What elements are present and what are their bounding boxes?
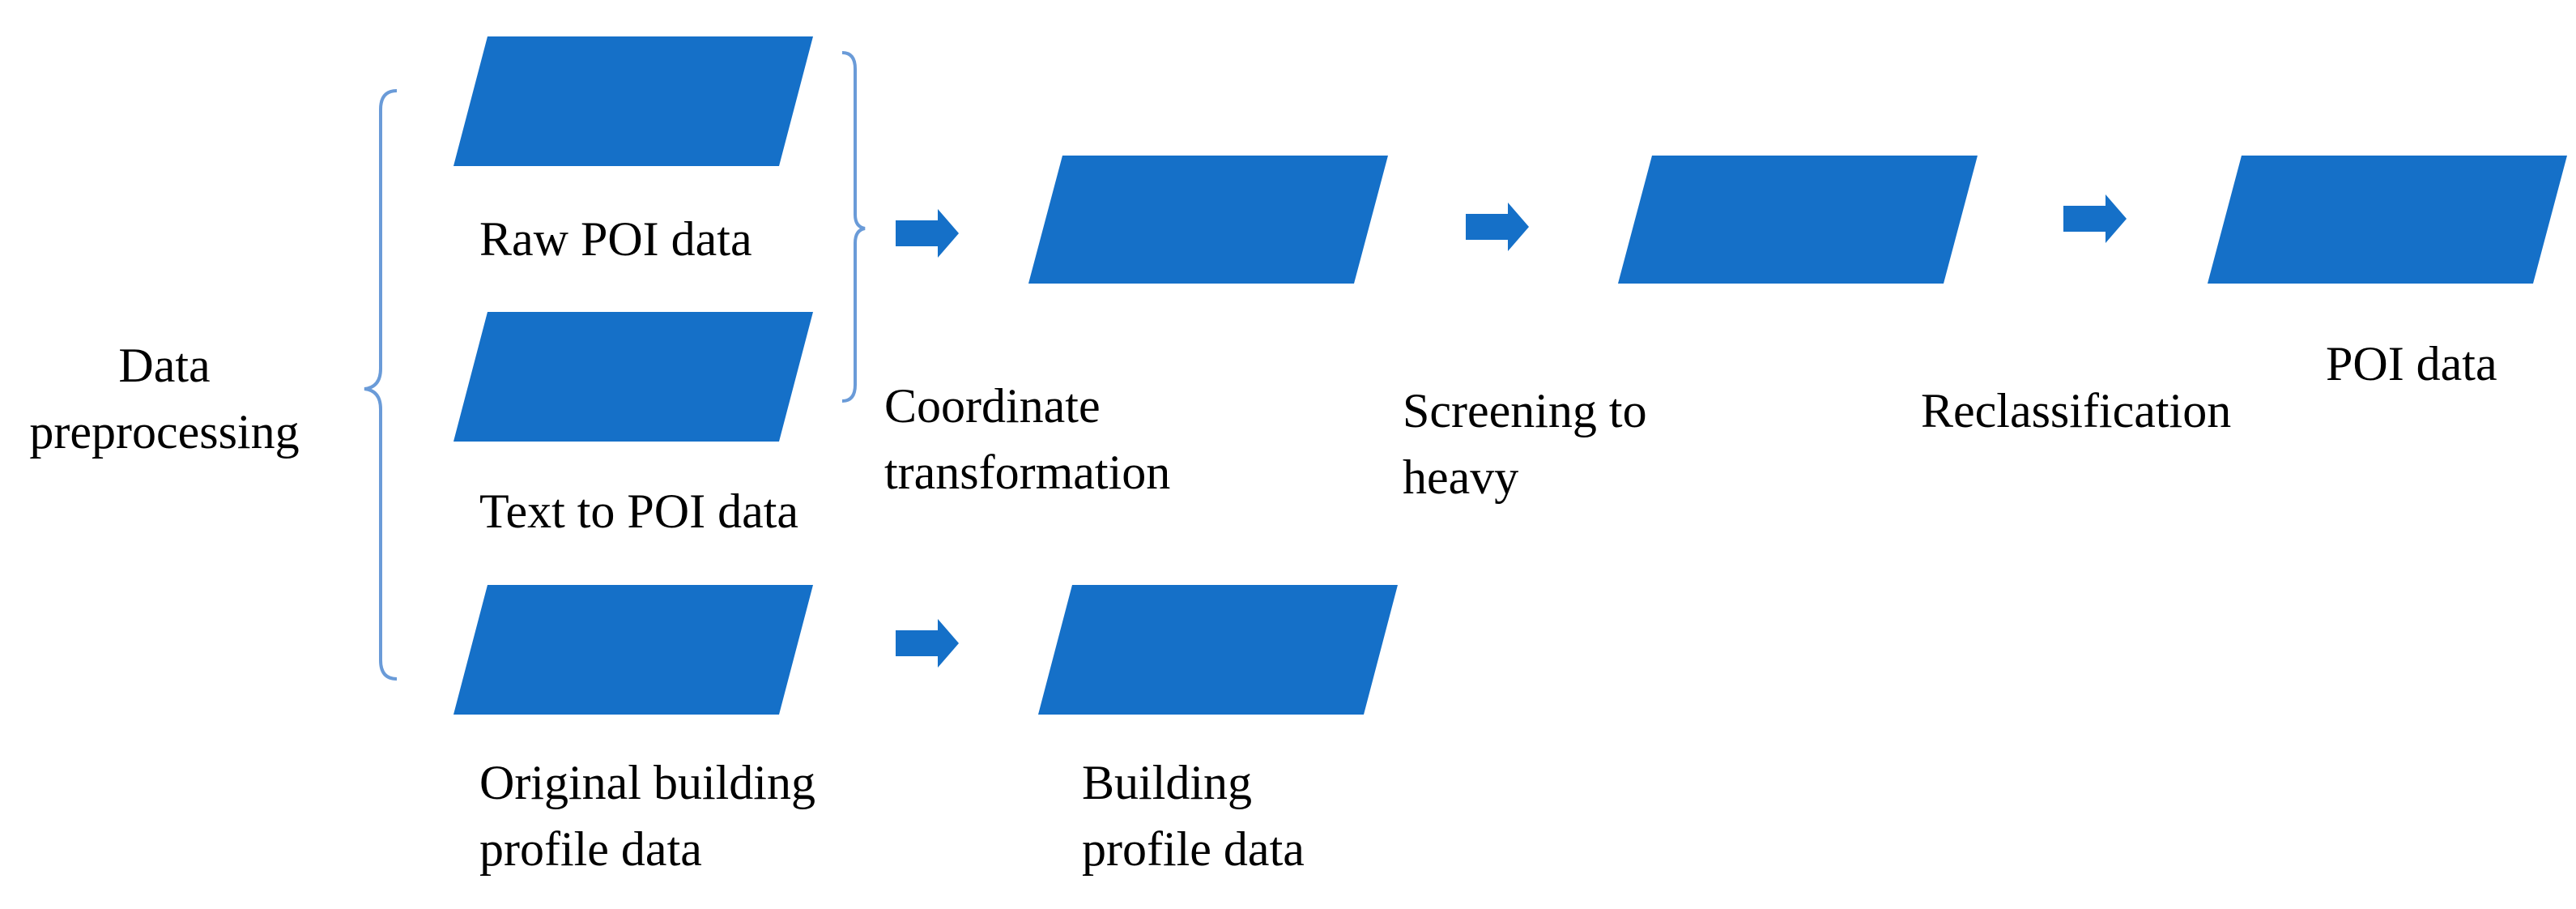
group-brace <box>364 89 398 681</box>
poi-inputs-bracket <box>841 51 866 403</box>
group-label-line2: preprocessing <box>29 405 300 459</box>
reclassification-label: Reclassification <box>1921 384 2232 437</box>
text-to-poi-shape <box>453 312 813 442</box>
building-output-label: Building profile data <box>1082 749 1305 882</box>
screening-label-line1: Screening to <box>1403 384 1647 437</box>
screening-shape <box>1618 156 1978 284</box>
coordinate-label-line1: Coordinate <box>884 379 1101 433</box>
coordinate-label-line2: transformation <box>884 446 1171 499</box>
original-building-label-line1: Original building <box>479 756 815 809</box>
original-building-label-line2: profile data <box>479 822 702 876</box>
building-output-label-line2: profile data <box>1082 822 1305 876</box>
poi-output-label: POI data <box>2326 337 2497 390</box>
building-output-label-line1: Building <box>1082 756 1253 809</box>
arrow-to-building-output <box>896 619 959 668</box>
group-label: Data preprocessing <box>15 332 314 465</box>
arrow-to-coordinate <box>896 209 959 258</box>
raw-poi-shape <box>453 36 813 166</box>
original-building-label: Original building profile data <box>479 749 815 882</box>
screening-label: Screening to heavy <box>1403 378 1647 510</box>
coordinate-shape <box>1028 156 1388 284</box>
group-label-line1: Data <box>118 339 211 392</box>
arrow-to-reclassification <box>2063 194 2127 243</box>
building-output-shape <box>1038 585 1398 715</box>
arrow-to-screening <box>1466 203 1529 251</box>
raw-poi-label: Raw POI data <box>479 212 752 266</box>
original-building-shape <box>453 585 813 715</box>
coordinate-label: Coordinate transformation <box>884 373 1170 506</box>
text-to-poi-label: Text to POI data <box>479 484 799 538</box>
poi-output-shape <box>2208 156 2567 284</box>
screening-label-line2: heavy <box>1403 450 1519 504</box>
